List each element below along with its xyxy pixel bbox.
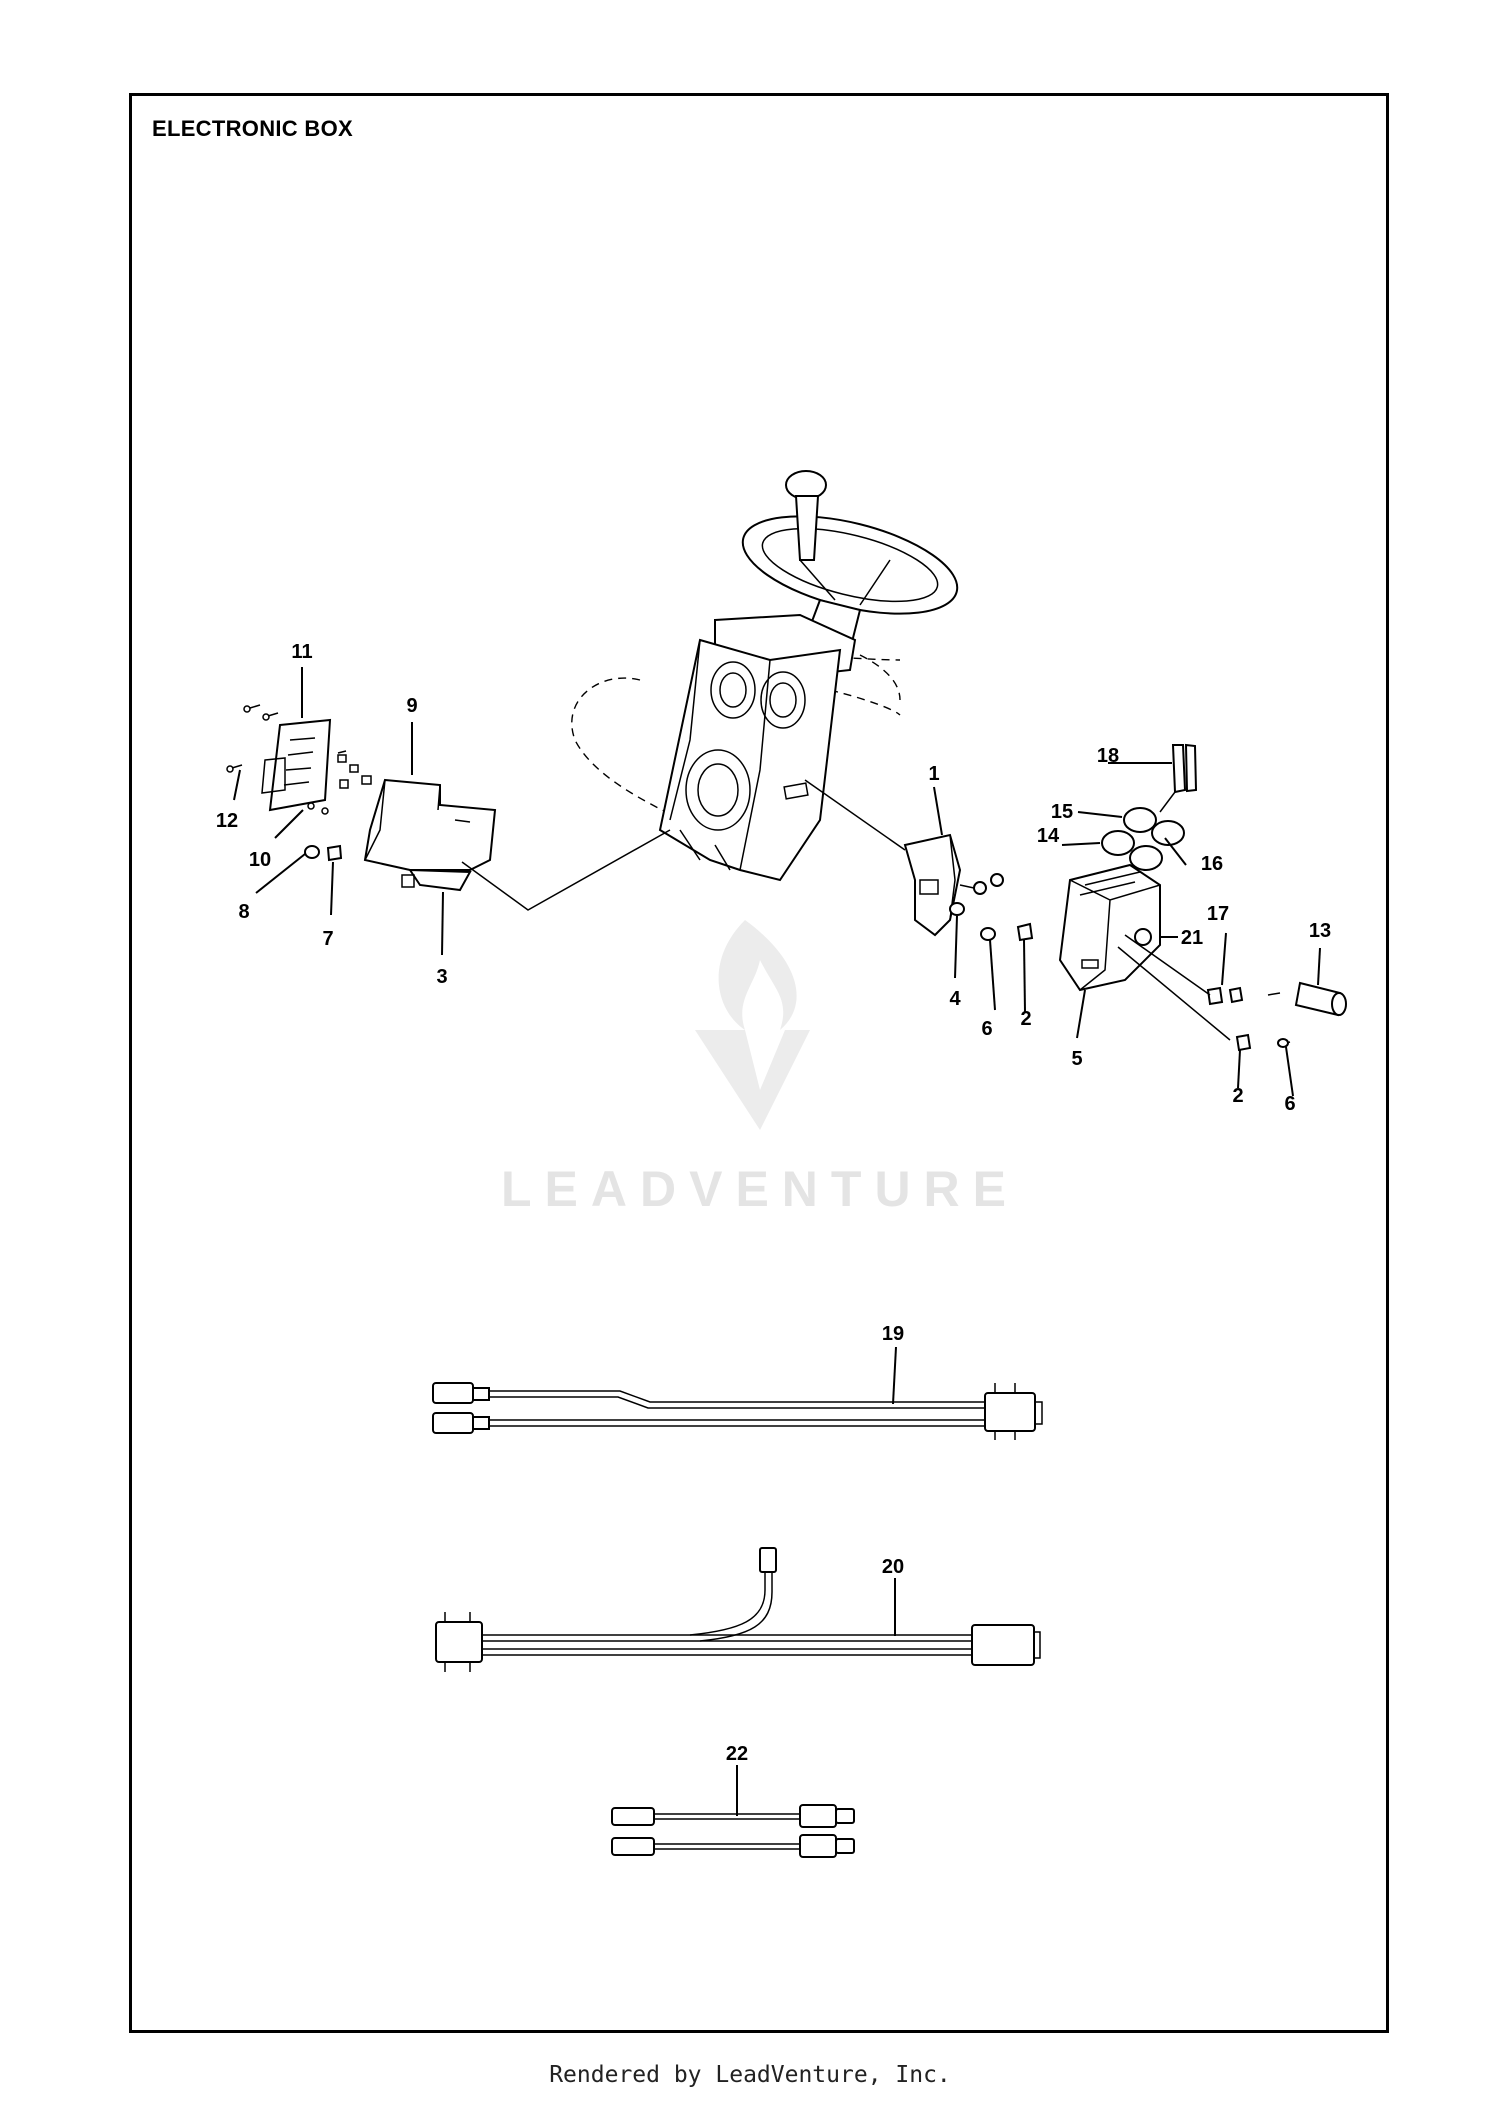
steering-column-assembly [571, 470, 959, 882]
footer-credit: Rendered by LeadVenture, Inc. [549, 2062, 951, 2088]
callout-5: 5 [1071, 1048, 1082, 1070]
wire-harness-22 [611, 1804, 855, 1858]
callout-3: 3 [436, 966, 447, 988]
callout-2: 2 [1232, 1085, 1243, 1107]
callout-12: 12 [216, 810, 238, 832]
flame-v-logo-icon [695, 920, 810, 1130]
callout-10: 10 [249, 849, 271, 871]
callout-18: 18 [1097, 745, 1119, 767]
page-title: ELECTRONIC BOX [152, 116, 353, 141]
callout-22: 22 [726, 1743, 748, 1765]
mounting-bracket [804, 779, 1004, 937]
callout-16: 16 [1201, 853, 1223, 875]
callout-7: 7 [322, 928, 333, 950]
callout-8: 8 [238, 901, 249, 923]
wire-harness-20 [435, 1547, 1041, 1672]
callout-14: 14 [1037, 825, 1060, 847]
watermark-text: LEADVENTURE [500, 1161, 1020, 1217]
callout-15: 15 [1051, 801, 1073, 823]
callout-leader-lines [233, 667, 1321, 1816]
callout-1: 1 [928, 763, 939, 785]
wire-harness-19 [432, 1382, 1043, 1440]
circuit-board-assembly [226, 704, 671, 911]
callout-20: 20 [882, 1556, 904, 1578]
callout-9: 9 [406, 695, 417, 717]
callout-11: 11 [291, 641, 312, 663]
callout-17: 17 [1207, 903, 1229, 925]
callout-21: 21 [1181, 927, 1203, 949]
callout-19: 19 [882, 1323, 904, 1345]
callout-6: 6 [1284, 1093, 1295, 1115]
callout-6: 6 [981, 1018, 992, 1040]
diagram-frame [129, 93, 1389, 2033]
callout-2: 2 [1020, 1008, 1031, 1030]
callout-13: 13 [1309, 920, 1331, 942]
electronic-box-assembly [980, 743, 1347, 1052]
callout-4: 4 [949, 988, 961, 1010]
